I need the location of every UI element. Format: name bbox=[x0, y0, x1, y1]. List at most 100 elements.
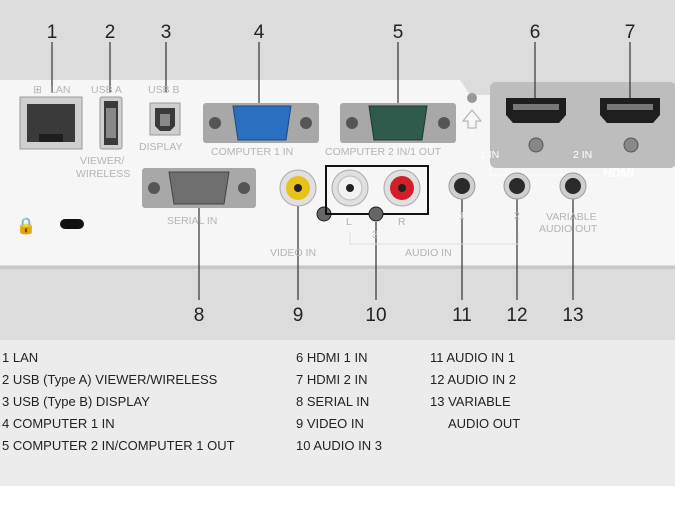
callout-4: 4 bbox=[254, 22, 265, 43]
computer-1-screw-left bbox=[209, 117, 221, 129]
up-arrow-icon bbox=[461, 109, 483, 129]
callout-13: 13 bbox=[562, 305, 583, 326]
legend-item: 7 HDMI 2 IN bbox=[296, 372, 368, 387]
video-jack-pin bbox=[294, 184, 302, 192]
callout-12: 12 bbox=[506, 305, 527, 326]
marker-screw bbox=[467, 93, 477, 103]
security-slot bbox=[60, 219, 84, 229]
audio-in-2-jack bbox=[503, 172, 531, 200]
callout-3: 3 bbox=[161, 22, 172, 43]
usb-b-label: USB B bbox=[148, 84, 180, 96]
legend-item: 11 AUDIO IN 1 bbox=[430, 350, 516, 365]
hdmi-1-pins bbox=[513, 104, 559, 110]
audio-ground-screw bbox=[368, 206, 384, 222]
legend-item: 3 USB (Type B) DISPLAY bbox=[2, 394, 150, 409]
legend-item: 5 COMPUTER 2 IN/COMPUTER 1 OUT bbox=[2, 438, 235, 453]
usb-a-tongue bbox=[106, 108, 116, 138]
computer-1-screw-right bbox=[300, 117, 312, 129]
computer-2-vga-connector bbox=[368, 105, 428, 141]
legend-item: 12 AUDIO IN 2 bbox=[430, 372, 516, 387]
computer-1-label: COMPUTER 1 IN bbox=[211, 146, 293, 158]
callout-9: 9 bbox=[293, 305, 304, 326]
computer-2-screw-right bbox=[438, 117, 450, 129]
variable-label: VARIABLE bbox=[546, 211, 597, 223]
lan-port bbox=[19, 96, 83, 150]
display-label: DISPLAY bbox=[139, 141, 183, 153]
wireless-label: WIRELESS bbox=[76, 168, 130, 180]
serial-label: SERIAL IN bbox=[167, 215, 217, 227]
audio-in-2-socket bbox=[509, 178, 525, 194]
hdmi-1-label: 1 IN bbox=[480, 149, 499, 161]
audio-in-1-socket bbox=[454, 178, 470, 194]
serial-in-port bbox=[142, 168, 256, 208]
panel-shadow bbox=[0, 266, 675, 269]
hdmi-logo: HDMI bbox=[603, 166, 634, 180]
viewer-label: VIEWER/ bbox=[80, 155, 124, 167]
callout-8: 8 bbox=[194, 305, 205, 326]
audio-in-3-left-jack bbox=[331, 169, 369, 207]
legend-item: 9 VIDEO IN bbox=[296, 416, 364, 431]
lan-port-clip bbox=[39, 134, 63, 142]
audio-in-bracket bbox=[349, 232, 519, 245]
legend-item: 10 AUDIO IN 3 bbox=[296, 438, 382, 453]
usb-a-port bbox=[99, 96, 123, 150]
callout-numbers: 1 2 3 4 5 6 7 8 9 10 11 12 13 bbox=[47, 22, 636, 326]
legend-background bbox=[0, 340, 675, 486]
usb-b-tongue bbox=[160, 114, 170, 126]
audio-in-label: AUDIO IN bbox=[405, 247, 452, 259]
hdmi-2-in-port bbox=[600, 98, 660, 153]
callout-10: 10 bbox=[365, 305, 386, 326]
lan-network-icon: ⊞ bbox=[33, 84, 42, 96]
callout-2: 2 bbox=[105, 22, 116, 43]
legend-item: AUDIO OUT bbox=[448, 416, 521, 431]
callout-11: 11 bbox=[452, 305, 472, 326]
computer-2-screw-left bbox=[346, 117, 358, 129]
legend-item: 6 HDMI 1 IN bbox=[296, 350, 368, 365]
audio-l-pin bbox=[346, 184, 354, 192]
hdmi-1-screw bbox=[528, 137, 544, 153]
leader-lines bbox=[51, 42, 631, 300]
callout-7: 7 bbox=[625, 22, 636, 43]
usb-b-port bbox=[149, 102, 181, 136]
hdmi-1-in-port bbox=[506, 98, 566, 153]
callout-1: 1 bbox=[47, 22, 58, 43]
computer-1-vga-connector bbox=[232, 105, 292, 141]
serial-connector bbox=[168, 171, 230, 205]
legend-item: 2 USB (Type A) VIEWER/WIRELESS bbox=[2, 372, 218, 387]
legend-item: 4 COMPUTER 1 IN bbox=[2, 416, 115, 431]
lan-label: LAN bbox=[50, 84, 70, 96]
audio-out-label: AUDIO OUT bbox=[539, 223, 598, 235]
hdmi-2-label: 2 IN bbox=[573, 149, 592, 161]
hdmi-1-socket bbox=[506, 98, 566, 123]
variable-audio-out-jack bbox=[559, 172, 587, 200]
video-label: VIDEO IN bbox=[270, 247, 316, 259]
legend-item: 8 SERIAL IN bbox=[296, 394, 370, 409]
video-in-port bbox=[279, 169, 317, 207]
audio-in-1-jack bbox=[448, 172, 476, 200]
legend-item: 1 LAN bbox=[2, 350, 39, 365]
kensington-icon: 🔒 bbox=[16, 217, 36, 235]
footer-strip bbox=[0, 486, 675, 506]
computer-2-port bbox=[340, 103, 456, 143]
callout-6: 6 bbox=[530, 22, 541, 43]
audio-1-label: 1 bbox=[459, 210, 465, 222]
panel-illustration: 1 2 3 4 5 6 7 8 9 10 11 12 13 ⊞ LAN U bbox=[0, 22, 675, 326]
computer-1-in-port bbox=[203, 103, 319, 143]
audio-in-3-right-jack bbox=[383, 169, 421, 207]
audio-3-label: 3 bbox=[372, 229, 378, 241]
hdmi-bracket bbox=[489, 168, 600, 176]
audio-2-label: 2 bbox=[514, 210, 520, 222]
callout-5: 5 bbox=[393, 22, 404, 43]
hdmi-2-socket bbox=[600, 98, 660, 123]
hdmi-2-screw bbox=[623, 137, 639, 153]
audio-r-label: R bbox=[398, 216, 406, 228]
audio-r-pin bbox=[398, 184, 406, 192]
legend-item: 13 VARIABLE bbox=[430, 394, 511, 409]
audio-out-socket bbox=[565, 178, 581, 194]
hdmi-2-pins bbox=[607, 104, 653, 110]
serial-screw-right bbox=[238, 182, 250, 194]
serial-screw-left bbox=[148, 182, 160, 194]
usb-a-label: USB A bbox=[91, 84, 122, 96]
computer-2-label: COMPUTER 2 IN/1 OUT bbox=[325, 146, 442, 158]
